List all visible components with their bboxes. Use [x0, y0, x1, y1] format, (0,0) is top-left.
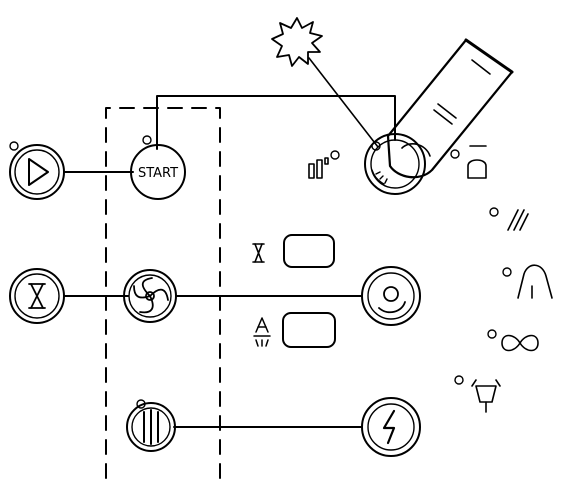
play-button[interactable]	[9, 141, 65, 200]
hourglass-small-icon	[252, 243, 265, 263]
timer-display	[252, 234, 335, 268]
spin-button[interactable]	[123, 269, 177, 323]
door-button[interactable]	[126, 399, 176, 452]
option-icons-left	[308, 150, 340, 179]
timer-button[interactable]	[9, 268, 65, 324]
tub-drain-icon	[454, 375, 501, 413]
power-knob[interactable]	[361, 397, 421, 457]
rinse-knob-icon	[378, 286, 406, 314]
eco-bar-icon	[308, 163, 315, 179]
temperature-dial-icon	[371, 169, 388, 185]
start-button[interactable]: START	[130, 135, 186, 200]
rinse-knob[interactable]	[361, 266, 421, 326]
program-list	[450, 145, 553, 413]
door-lock-icon	[143, 409, 159, 445]
rinse-spray-icon	[253, 317, 271, 347]
play-indicator-led	[9, 141, 19, 151]
connection-lines	[63, 95, 396, 428]
infinity-icon	[487, 329, 539, 352]
spin-icon	[133, 277, 169, 314]
lightning-icon	[382, 409, 396, 445]
start-indicator-led	[142, 135, 152, 145]
program-curve-icon	[502, 264, 553, 299]
extra-rinse-icon	[489, 207, 529, 231]
knob-indicator-led	[371, 141, 381, 151]
rinse-display	[253, 312, 336, 348]
eco-indicator-led	[330, 150, 340, 160]
play-icon	[28, 158, 49, 186]
program-selector-knob[interactable]	[364, 133, 426, 195]
start-button-label: START	[138, 166, 178, 181]
prewash-icon	[450, 145, 487, 179]
knob-grip	[386, 38, 514, 179]
dashed-group-frame	[105, 107, 221, 479]
hourglass-icon	[28, 283, 46, 309]
door-indicator-led	[136, 399, 146, 409]
burst-icon	[271, 17, 379, 148]
